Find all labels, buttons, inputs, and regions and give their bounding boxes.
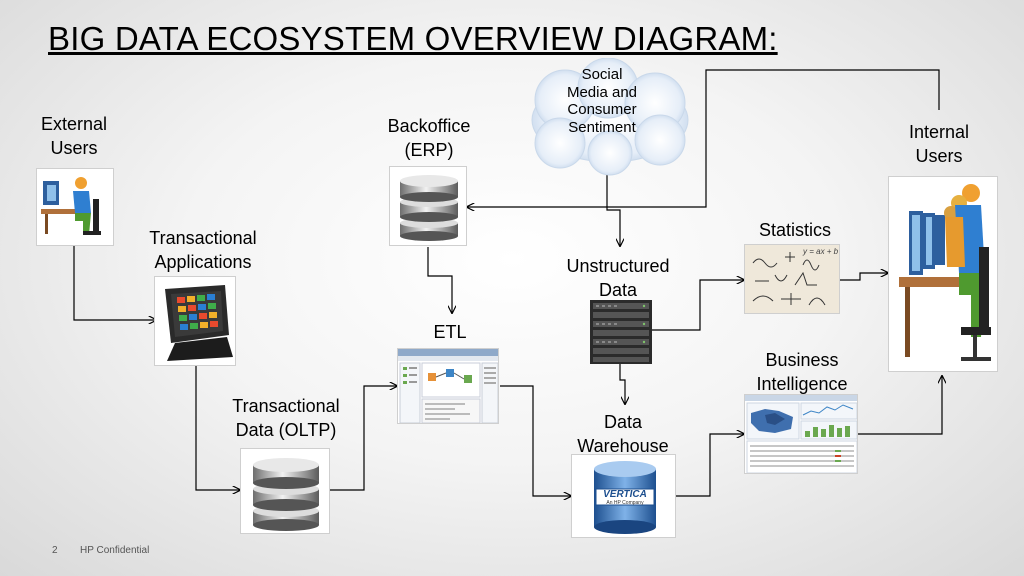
- vertica-database-image: VERTICA An HP Company: [571, 454, 676, 538]
- business-intelligence-label: Business Intelligence: [756, 350, 848, 394]
- social-media-label: Social Media and Consumer Sentiment: [566, 66, 638, 136]
- arrow-external-to-apps: [73, 245, 156, 320]
- backoffice-label: Backoffice (ERP): [387, 116, 471, 160]
- bi-dashboard-image: [744, 394, 858, 474]
- arrow-apps-to-oltp: [195, 366, 240, 490]
- arrow-warehouse-to-bi: [676, 434, 744, 497]
- pos-terminal-image: [154, 276, 236, 366]
- page-title: BIG DATA ECOSYSTEM OVERVIEW DIAGRAM:: [48, 20, 778, 57]
- arrow-bi-to-internal: [858, 376, 942, 435]
- internal-users-image: [888, 176, 998, 372]
- users-at-computers-icon: [899, 184, 991, 361]
- database-icon: [400, 175, 458, 241]
- statistics-label: Statistics: [758, 220, 832, 240]
- transactional-data-label: Transactional Data (OLTP): [232, 396, 340, 440]
- data-warehouse-label: Data Warehouse: [577, 412, 669, 456]
- etl-window-icon: [398, 349, 498, 423]
- unstructured-data-label: Unstructured Data: [566, 256, 670, 300]
- formula-text: y = ax + b: [803, 247, 839, 256]
- erp-database-image: [389, 166, 467, 246]
- vertica-logo-sub: An HP Company: [606, 500, 644, 506]
- pos-terminal-icon: [165, 285, 233, 361]
- arrow-unstructured-to-stats: [652, 280, 744, 331]
- formula-paper-icon: [752, 252, 826, 306]
- arrow-erp-to-etl: [427, 247, 452, 313]
- arrow-internal-to-erp: [467, 69, 940, 207]
- external-users-label: External Users: [40, 114, 108, 158]
- oltp-database-image: [240, 448, 330, 534]
- vertica-logo: VERTICA: [603, 489, 647, 500]
- page-number: 2: [52, 545, 58, 556]
- etl-label: ETL: [433, 322, 467, 342]
- etl-screenshot-image: [397, 348, 499, 424]
- statistics-image: y = ax + b: [744, 244, 840, 314]
- dashboard-icon: [745, 395, 857, 473]
- arrow-unstructured-to-warehouse: [619, 364, 625, 404]
- arrow-cloud-to-unstructured: [606, 172, 620, 246]
- database-icon: [253, 458, 319, 531]
- user-at-computer-icon: [41, 177, 101, 235]
- internal-users-label: Internal Users: [908, 122, 970, 166]
- arrow-etl-to-warehouse: [500, 385, 571, 496]
- vertica-cylinder-icon: [594, 461, 656, 534]
- transactional-applications-label: Transactional Applications: [149, 228, 257, 272]
- arrow-stats-to-internal: [840, 273, 888, 281]
- server-rack-icon: [590, 300, 652, 364]
- server-rack-image: [590, 300, 652, 364]
- external-users-image: [36, 168, 114, 246]
- footer-confidential: HP Confidential: [80, 545, 150, 556]
- cloud-icon: [531, 58, 689, 176]
- arrow-oltp-to-etl: [330, 386, 397, 491]
